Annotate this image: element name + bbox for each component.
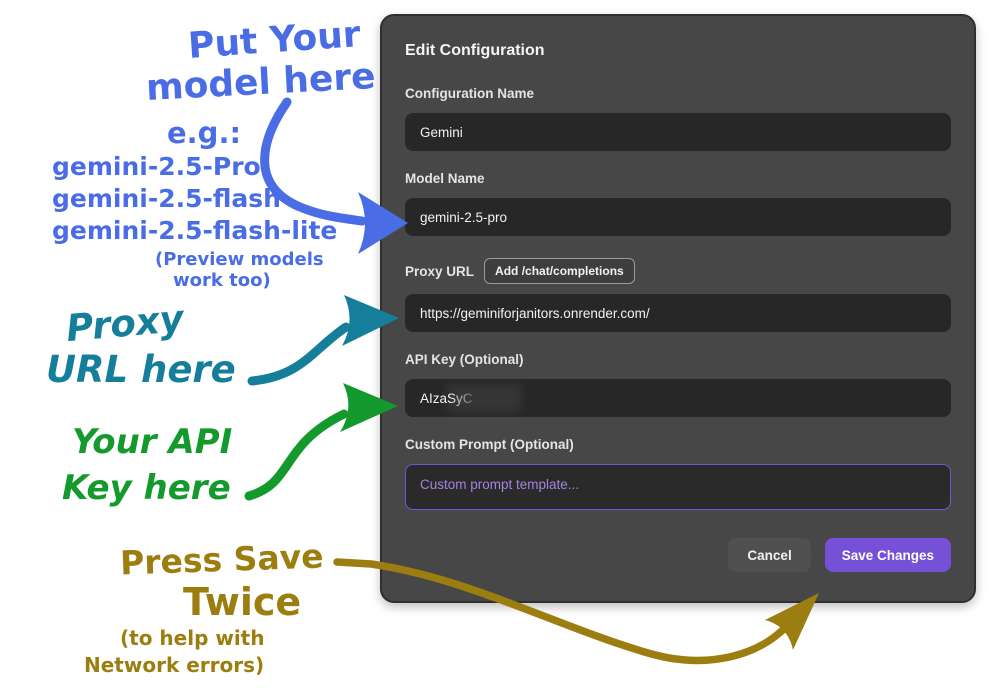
save-note-line2: Twice — [183, 580, 302, 624]
model-example-1: gemini-2.5-Pro — [52, 152, 261, 181]
dialog-title: Edit Configuration — [405, 42, 545, 59]
api-note-line2: Key here — [62, 468, 231, 508]
proxy-url-row: Proxy URL Add /chat/completions — [405, 256, 951, 286]
api-note-line1: Your API — [72, 422, 233, 462]
api-key-value: AIzaSyC — [420, 390, 473, 406]
model-name-input[interactable] — [405, 198, 951, 236]
add-chat-completions-button[interactable]: Add /chat/completions — [484, 258, 635, 284]
dialog-footer: Cancel Save Changes — [405, 538, 951, 572]
model-note-line2: model here — [145, 56, 377, 109]
proxy-url-input[interactable] — [405, 294, 951, 332]
model-note-eg: e.g.: — [167, 116, 242, 150]
model-note-paren1: (Preview models — [155, 249, 324, 270]
save-changes-button[interactable]: Save Changes — [824, 538, 951, 572]
custom-prompt-textarea[interactable] — [405, 464, 951, 510]
model-example-2: gemini-2.5-flash — [52, 184, 281, 213]
api-key-input[interactable]: AIzaSyC — [405, 379, 951, 417]
proxy-url-label: Proxy URL — [405, 263, 475, 279]
save-note-paren1: (to help with — [120, 626, 265, 650]
configuration-name-input[interactable] — [405, 113, 951, 151]
edit-configuration-dialog: Edit Configuration Configuration Name Mo… — [380, 14, 976, 603]
model-note-paren2: work too) — [173, 270, 271, 291]
configuration-name-label: Configuration Name — [405, 86, 535, 101]
proxy-arrow — [247, 295, 399, 386]
custom-prompt-label: Custom Prompt (Optional) — [405, 437, 574, 452]
proxy-note-line1: Proxy — [64, 296, 186, 351]
model-name-label: Model Name — [405, 171, 485, 186]
proxy-note-line2: URL here — [46, 348, 236, 391]
save-note-paren2: Network errors) — [84, 653, 265, 677]
api-key-label: API Key (Optional) — [405, 352, 524, 367]
api-key-arrow — [244, 383, 398, 501]
save-note-line1: Press Save — [119, 536, 325, 583]
api-key-redaction-blur — [447, 384, 521, 412]
cancel-button[interactable]: Cancel — [728, 538, 811, 572]
model-example-3: gemini-2.5-flash-lite — [52, 216, 338, 245]
